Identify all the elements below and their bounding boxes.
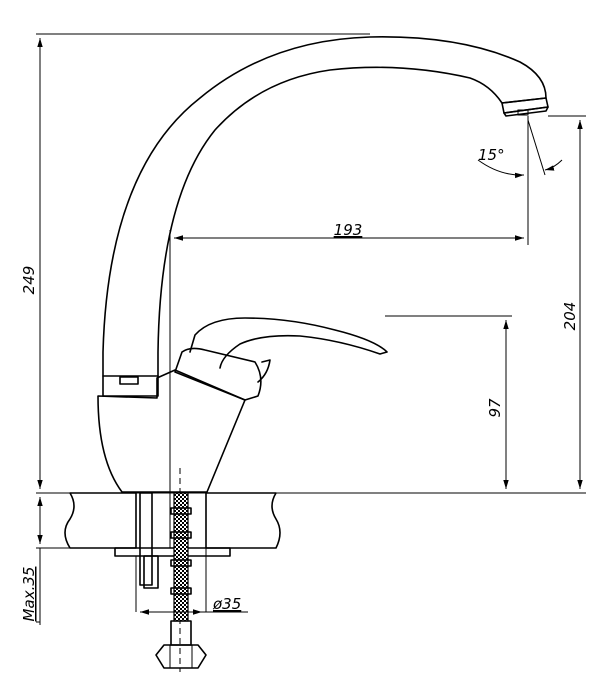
spout-reach-label: 193 bbox=[334, 221, 363, 239]
hole-diameter-label: ø35 bbox=[212, 595, 241, 613]
dimension-lines bbox=[37, 38, 583, 625]
counter-thickness-label: Max.35 bbox=[20, 567, 38, 622]
faucet-body bbox=[97, 317, 388, 493]
countertop-section bbox=[64, 492, 281, 549]
spout-height-label: 204 bbox=[561, 302, 579, 331]
dimension-labels: 249 Max.35 193 204 97 15° ø35 bbox=[20, 146, 579, 621]
spout-angle-label: 15° bbox=[478, 146, 505, 164]
extension-lines bbox=[36, 33, 586, 623]
overall-height-label: 249 bbox=[20, 266, 38, 295]
handle-height-label: 97 bbox=[486, 398, 504, 418]
mounting-assembly bbox=[114, 468, 231, 672]
faucet-spout bbox=[102, 36, 549, 397]
